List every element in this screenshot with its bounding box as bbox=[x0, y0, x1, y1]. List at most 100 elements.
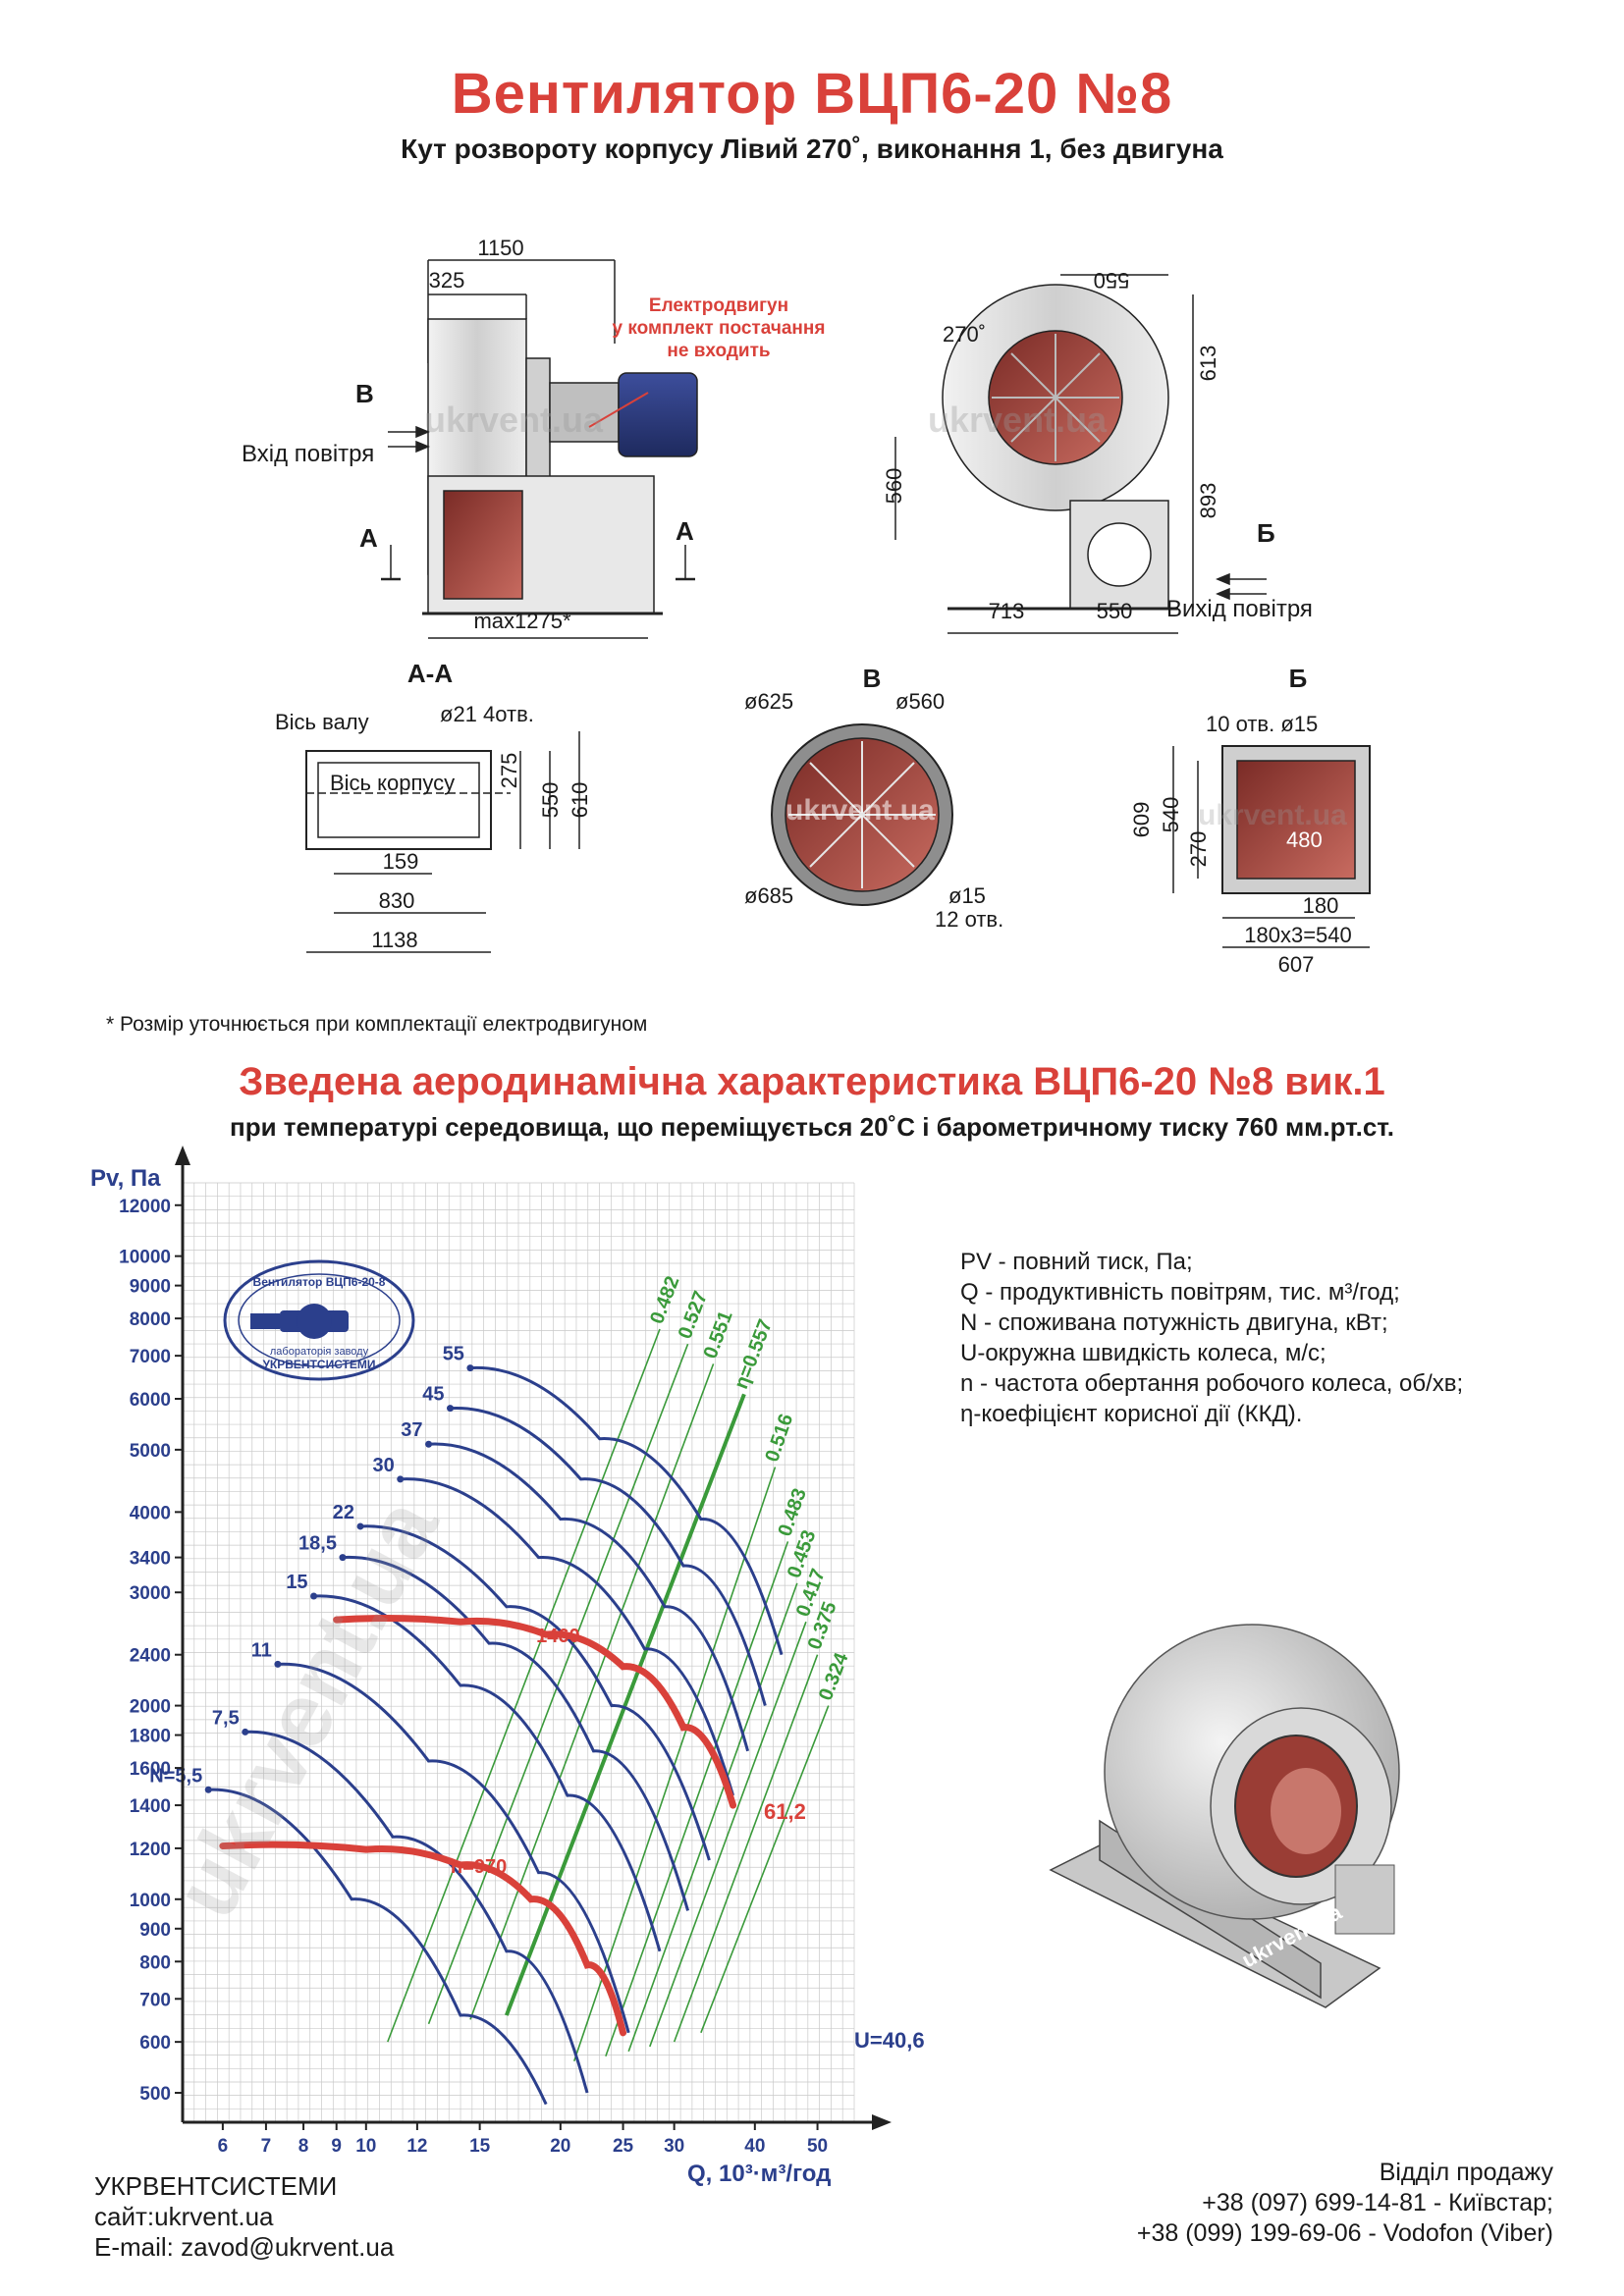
efficiency-line bbox=[700, 1705, 830, 2034]
power-curve-label: 18,5 bbox=[298, 1533, 337, 1555]
company-name: УКРВЕНТСИСТЕМИ bbox=[94, 2171, 338, 2201]
dim-180: 180 bbox=[1303, 893, 1339, 918]
y-axis-label: Pv, Па bbox=[90, 1165, 161, 1192]
page-title: Вентилятор ВЦП6-20 №8 bbox=[451, 62, 1173, 126]
dim-270: 270 bbox=[1186, 831, 1211, 868]
y-tick-label: 900 bbox=[139, 1920, 171, 1941]
fan-3d-render: ukrvent.ua bbox=[1049, 1624, 1400, 2008]
dim-inlet-depth: 325 bbox=[429, 268, 465, 293]
sales-phone-1[interactable]: +38 (097) 699-14-81 - Київстар; bbox=[1202, 2189, 1553, 2216]
y-tick-label: 3000 bbox=[130, 1583, 171, 1604]
power-curve-start bbox=[274, 1660, 282, 1668]
chart-grid bbox=[182, 1182, 855, 2123]
outlet-label: Вихід повітря bbox=[1166, 596, 1313, 622]
power-curve bbox=[208, 1788, 548, 2106]
chart-axes bbox=[175, 1146, 892, 2130]
power-curve-label: 55 bbox=[443, 1344, 464, 1365]
x-tick-label: 50 bbox=[807, 2136, 828, 2157]
dim-830: 830 bbox=[379, 888, 415, 913]
efficiency-label: η=0.557 bbox=[731, 1316, 777, 1392]
dim-left-base: 713 bbox=[989, 599, 1025, 623]
power-curve-start bbox=[339, 1554, 347, 1562]
power-curve-start bbox=[356, 1522, 364, 1530]
view-bb-holes: 10 отв. ø15 bbox=[1206, 712, 1318, 736]
motor-note-line1: Електродвигун bbox=[649, 295, 788, 316]
watermark-side: ukrvent.ua bbox=[424, 400, 604, 440]
view-bb-title: Б bbox=[1289, 664, 1308, 693]
legend-eta: η-коефіцієнт корисної дії (ККД). bbox=[960, 1401, 1303, 1427]
dim-275: 275 bbox=[497, 753, 521, 789]
efficiency-line bbox=[469, 1363, 715, 2020]
y-tick-label: 600 bbox=[139, 2033, 171, 2054]
y-tick-label: 1400 bbox=[130, 1796, 171, 1817]
efficiency-line bbox=[427, 1343, 689, 2025]
dim-front-top: 550 bbox=[1094, 268, 1130, 293]
x-tick-label: 20 bbox=[550, 2136, 570, 2157]
shaft-axis-label: Вісь валу bbox=[275, 710, 369, 734]
view-b-holes: 12 отв. bbox=[935, 907, 1003, 932]
section-aa bbox=[305, 731, 580, 953]
y-tick-label: 9000 bbox=[130, 1277, 171, 1298]
dim-607: 607 bbox=[1278, 952, 1315, 977]
efficiency-label: 0.324 bbox=[815, 1649, 853, 1703]
dim-609: 609 bbox=[1129, 802, 1154, 838]
sales-phone-2[interactable]: +38 (099) 199-69-06 - Vodofon (Viber) bbox=[1136, 2219, 1553, 2247]
x-tick-label: 7 bbox=[261, 2136, 272, 2157]
power-curve-label: N=5,5 bbox=[149, 1765, 202, 1787]
power-curve bbox=[469, 1365, 784, 1656]
rotation-angle: 270˚ bbox=[943, 322, 986, 347]
company-block: УКРВЕНТСИСТЕМИ сайт:ukrvent.ua E-mail: z… bbox=[94, 2171, 394, 2263]
efficiency-line bbox=[627, 1582, 798, 2053]
power-curve-label: 22 bbox=[333, 1502, 354, 1523]
y-tick-label: 800 bbox=[139, 1952, 171, 1973]
power-curve-label: 15 bbox=[286, 1572, 307, 1593]
y-tick-label: 1000 bbox=[130, 1891, 171, 1911]
label-view-bb: Б bbox=[1257, 518, 1275, 548]
legend-u: U-окружна швидкість колеса, м/с; bbox=[960, 1340, 1326, 1366]
power-curve-start bbox=[447, 1405, 455, 1413]
efficiency-label: 0.551 bbox=[700, 1308, 737, 1362]
diameter-560: ø560 bbox=[895, 689, 945, 714]
label-section-a-right: А bbox=[676, 516, 694, 546]
dim-total-width: 1150 bbox=[477, 236, 523, 260]
front-view bbox=[894, 274, 1267, 634]
power-curve-label: 45 bbox=[422, 1384, 444, 1406]
dim-lower-height: 893 bbox=[1196, 483, 1220, 519]
chart-section-title: Зведена аеродинамічна характеристика ВЦП… bbox=[239, 1060, 1385, 1103]
speed-curve-label: n=970 bbox=[451, 1856, 507, 1878]
lab-stamp: Вентилятор ВЦП6-20-8 лабораторія заводу … bbox=[223, 1259, 415, 1381]
x-tick-label: 15 bbox=[469, 2136, 491, 2157]
dim-550: 550 bbox=[538, 782, 563, 819]
legend-rpm: n - частота обертання робочого колеса, о… bbox=[960, 1370, 1464, 1397]
company-email[interactable]: E-mail: zavod@ukrvent.ua bbox=[94, 2232, 395, 2262]
section-aa-title: А-А bbox=[407, 659, 453, 688]
annotation-61: 61,2 bbox=[764, 1799, 806, 1824]
efficiency-line bbox=[605, 1541, 789, 2057]
view-b-title: В bbox=[863, 664, 882, 693]
dim-540: 540 bbox=[1159, 797, 1183, 833]
fan-icon bbox=[250, 1304, 349, 1339]
power-curve bbox=[400, 1477, 734, 1796]
y-tick-label: 1800 bbox=[130, 1727, 171, 1747]
company-site[interactable]: сайт:ukrvent.ua bbox=[94, 2202, 274, 2231]
x-tick-label: 6 bbox=[218, 2136, 229, 2157]
label-view-b: В bbox=[355, 379, 374, 408]
view-b-flange bbox=[771, 723, 953, 906]
y-tick-label: 12000 bbox=[119, 1197, 171, 1217]
annotation-u: U=40,6 bbox=[854, 2028, 925, 2053]
technical-drawings: 1150 325 Електродвигун у комплект постач… bbox=[242, 236, 1371, 977]
y-tick-label: 3400 bbox=[130, 1549, 171, 1570]
y-tick-label: 7000 bbox=[130, 1347, 171, 1367]
y-tick-label: 700 bbox=[139, 1990, 171, 2010]
speed-curve-label: 1460 bbox=[536, 1626, 580, 1647]
power-curve-start bbox=[204, 1786, 212, 1793]
speed-curve bbox=[333, 1615, 737, 1809]
footnote: * Розмір уточнюється при комплектації ел… bbox=[106, 1013, 648, 1036]
y-tick-label: 1600 bbox=[130, 1759, 171, 1780]
y-axis-arrow bbox=[175, 1146, 190, 1165]
x-tick-label: 8 bbox=[298, 2136, 309, 2157]
x-tick-label: 9 bbox=[331, 2136, 342, 2157]
power-curve bbox=[428, 1442, 750, 1752]
sales-title: Відділ продажу bbox=[1379, 2159, 1553, 2186]
watermark-flange: ukrvent.ua bbox=[785, 794, 935, 827]
